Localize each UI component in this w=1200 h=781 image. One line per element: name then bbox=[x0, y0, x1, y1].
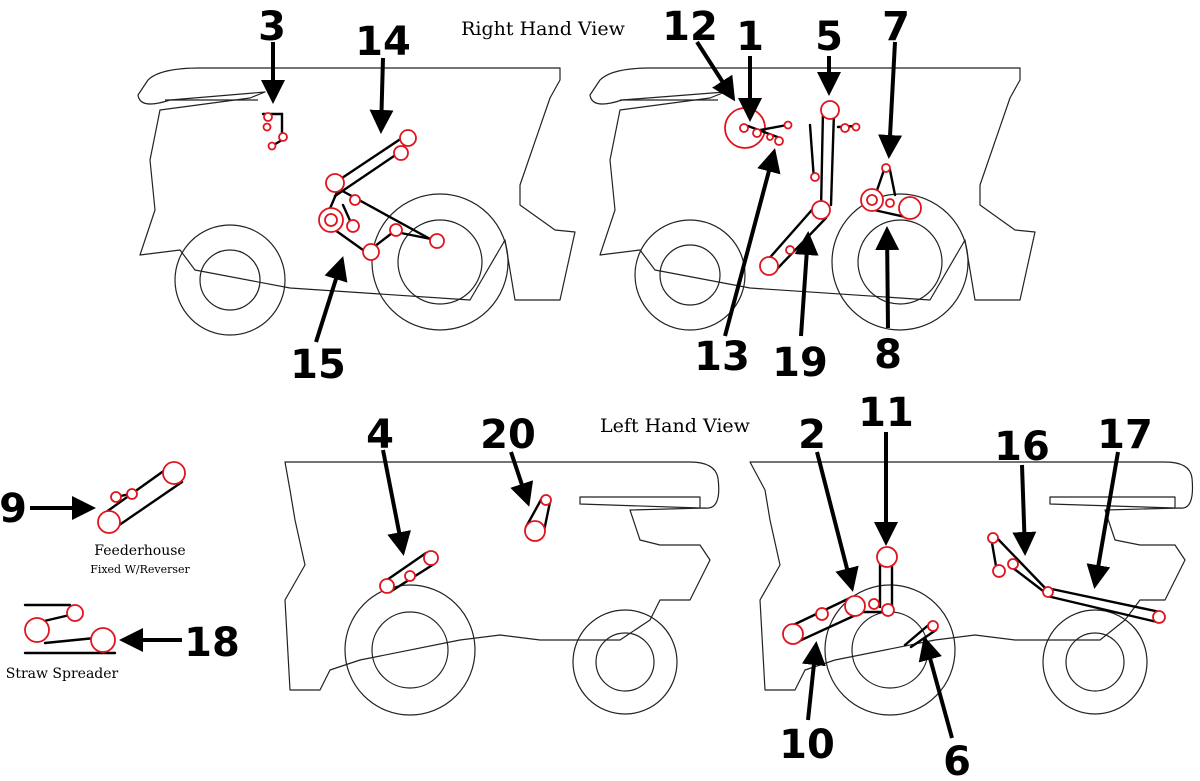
right-hand-view-title: Right Hand View bbox=[461, 18, 626, 40]
combine-right-view-2 bbox=[589, 67, 1036, 331]
label-11: 11 bbox=[858, 390, 914, 436]
label-2: 2 bbox=[798, 412, 826, 458]
label-5: 5 bbox=[815, 14, 843, 60]
feederhouse-subcaption: Fixed W/Reverser bbox=[90, 563, 190, 576]
label-18: 18 bbox=[184, 620, 240, 666]
label-19: 19 bbox=[772, 340, 828, 386]
label-14: 14 bbox=[355, 19, 411, 65]
label-17: 17 bbox=[1097, 412, 1153, 458]
label-3: 3 bbox=[258, 4, 286, 50]
label-7: 7 bbox=[882, 4, 910, 50]
callout-numbers: 3 14 15 12 1 5 7 13 19 8 4 20 9 18 2 11 … bbox=[0, 4, 1153, 781]
belt-14-15-drives bbox=[318, 129, 445, 261]
belt-20-drive bbox=[524, 494, 552, 542]
label-10: 10 bbox=[779, 722, 835, 768]
label-1: 1 bbox=[736, 14, 764, 60]
label-15: 15 bbox=[290, 342, 346, 388]
label-20: 20 bbox=[480, 412, 536, 458]
label-16: 16 bbox=[994, 424, 1050, 470]
combine-left-view-1 bbox=[284, 461, 720, 716]
straw-spreader-caption: Straw Spreader bbox=[6, 666, 119, 682]
feederhouse-caption: Feederhouse bbox=[94, 543, 185, 559]
label-6: 6 bbox=[943, 739, 971, 781]
combine-right-view-1 bbox=[137, 67, 576, 336]
belt-16-17-drives bbox=[987, 532, 1166, 624]
belt-3-drive bbox=[261, 112, 288, 151]
feederhouse-belt: Feederhouse Fixed W/Reverser bbox=[90, 461, 191, 576]
belt-4-drive bbox=[379, 550, 439, 594]
straw-spreader-belt: Straw Spreader bbox=[6, 603, 119, 682]
label-8: 8 bbox=[874, 332, 902, 378]
belt-2-10-11-drives bbox=[782, 546, 898, 645]
left-hand-view-title: Left Hand View bbox=[600, 415, 751, 437]
combine-left-view-2 bbox=[749, 461, 1194, 716]
belt-7-8-drives bbox=[860, 163, 922, 220]
label-13: 13 bbox=[694, 334, 750, 380]
label-4: 4 bbox=[366, 412, 394, 458]
label-9: 9 bbox=[0, 486, 27, 532]
callout-arrows bbox=[30, 40, 1120, 739]
label-12: 12 bbox=[662, 4, 718, 50]
belt-1-12-13-drives bbox=[724, 107, 793, 149]
